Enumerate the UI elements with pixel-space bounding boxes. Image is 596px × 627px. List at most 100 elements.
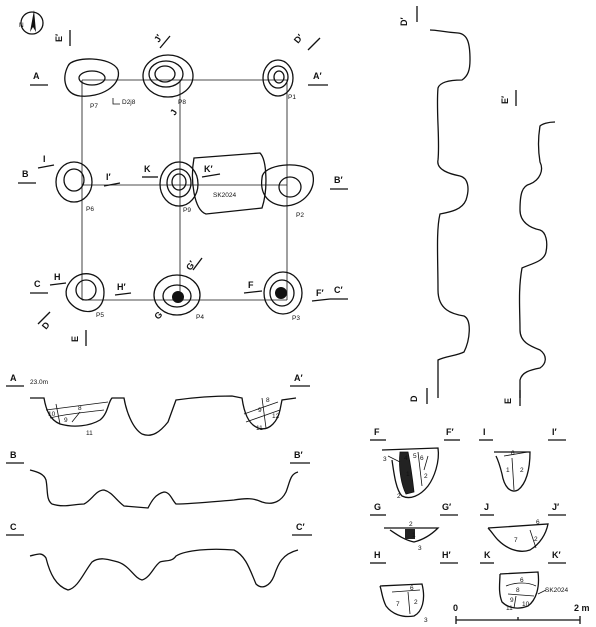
profile-d-label: D: [409, 395, 419, 402]
layer-k-6: 6: [520, 577, 524, 584]
posthole-label-p1: P1: [288, 94, 296, 101]
section-b: B B′: [6, 450, 310, 509]
section-b-prime-label: B′: [294, 450, 303, 460]
elevation-label: 23.0m: [30, 379, 48, 386]
detail-i-prime-label: I′: [552, 427, 557, 437]
detail-f-prime-label: F′: [446, 427, 454, 437]
layer-a2-12: 12: [272, 413, 280, 420]
detail-section-j: J J′ 6 7 2: [480, 502, 566, 552]
mark-k-prime-plan: K′: [204, 164, 213, 174]
profile-e: E′ E: [500, 90, 556, 406]
layer-a-11: 11: [86, 430, 93, 437]
detail-h-prime-label: H′: [442, 550, 451, 560]
pit-label: SK2024: [213, 192, 237, 199]
profile-e-prime-label: E′: [500, 96, 510, 104]
posthole-p8: P8: [142, 54, 194, 106]
posthole-p5: P5: [65, 273, 105, 319]
detail-k-label: K: [484, 550, 491, 560]
detail-g-label: G: [374, 502, 381, 512]
layer-f-4: 4: [404, 455, 408, 462]
section-a-prime-label: A′: [294, 373, 303, 383]
mark-d-prime-plan: D′: [292, 32, 305, 45]
layer-f-5: 5: [413, 453, 417, 460]
section-c-prime-label: C′: [296, 522, 305, 532]
layer-h-6: 6: [410, 585, 414, 592]
mark-b-prime: B′: [334, 175, 343, 185]
mark-j-plan: J: [168, 108, 179, 117]
layer-g-2: 2: [409, 521, 413, 528]
layer-i-6: 6: [511, 450, 515, 457]
mark-f-plan: F: [248, 280, 254, 290]
mark-j-prime-plan: J′: [152, 33, 164, 44]
section-a: A 23.0m A′ 10 8 9 11 8 9 12 11: [6, 373, 310, 437]
section-c: C C′: [6, 522, 312, 591]
posthole-p2: P2: [260, 164, 314, 219]
layer-h-2: 2: [414, 599, 418, 606]
posthole-label-p7: P7: [90, 103, 98, 110]
mark-h-prime-plan: H′: [117, 282, 126, 292]
detail-k-prime-label: K′: [552, 550, 561, 560]
mark-c: C: [34, 279, 41, 289]
pit-sk2024: SK2024: [191, 152, 267, 215]
posthole-label-p9: P9: [183, 207, 191, 214]
posthole-label-p4: P4: [196, 314, 204, 321]
scale-zero-label: 0: [453, 603, 458, 613]
section-b-label: B: [10, 450, 17, 460]
layer-k-9: 9: [510, 597, 514, 604]
detail-g-prime-label: G′: [442, 502, 451, 512]
layer-i-1: 1: [506, 467, 510, 474]
posthole-p3: P3: [263, 271, 303, 322]
mark-i-plan: I: [43, 154, 46, 164]
detail-h-label: H: [374, 550, 381, 560]
scale-max-label: 2 m: [574, 603, 590, 613]
north-arrow: N: [19, 10, 44, 35]
layer-a-10: 10: [48, 411, 56, 418]
posthole-label-p6: P6: [86, 206, 94, 213]
detail-section-g: G G′ 2 1 3: [370, 502, 458, 552]
layer-a2-11: 11: [256, 425, 263, 432]
layer-a2-9: 9: [258, 407, 262, 414]
layer-f-3: 3: [383, 456, 387, 463]
layer-a-9: 9: [64, 417, 68, 424]
scale-bar: 0 2 m: [453, 603, 590, 624]
mark-a-prime: A′: [313, 71, 322, 81]
detail-section-h: H H′ 6 7 2 3: [370, 550, 458, 624]
detail-j-label: J: [484, 502, 489, 512]
layer-a2-8: 8: [266, 397, 270, 404]
layer-j-6: 6: [536, 519, 540, 526]
layer-h-3: 3: [424, 617, 428, 624]
mark-d-plan: D: [40, 319, 52, 331]
layer-k-11: 11: [506, 605, 513, 612]
profile-e-label: E: [503, 398, 513, 404]
posthole-label-p3: P3: [292, 315, 300, 322]
posthole-label-p5: P5: [96, 312, 104, 319]
layer-h-7: 7: [396, 601, 400, 608]
layer-g-3: 3: [418, 545, 422, 552]
posthole-p7: P7: [64, 58, 119, 110]
layer-g-1: 1: [412, 532, 416, 539]
posthole-label-p8: P8: [178, 99, 186, 106]
posthole-p1: P1: [262, 59, 296, 101]
posthole-p9: P9: [159, 161, 199, 214]
section-c-label: C: [10, 522, 17, 532]
mark-f-prime-plan: F′: [316, 288, 324, 298]
mark-i-prime-plan: I′: [106, 172, 111, 182]
mark-c-prime: C′: [334, 285, 343, 295]
north-label: N: [19, 22, 24, 29]
posthole-label-p2: P2: [296, 212, 304, 219]
mark-k-plan: K: [144, 164, 151, 174]
plan-grid: [81, 79, 288, 301]
layer-i-2: 2: [520, 467, 524, 474]
layer-k-8: 8: [516, 587, 520, 594]
mark-h-plan: H: [54, 272, 61, 282]
detail-j-prime-label: J′: [552, 502, 559, 512]
profile-d: D′ D: [399, 6, 471, 404]
layer-f-2: 2: [424, 473, 428, 480]
mark-e-prime-plan: E′: [54, 34, 64, 42]
mark-a: A: [33, 71, 40, 81]
detail-i-label: I: [483, 427, 486, 437]
detail-section-k: K K′ 6 8 9 11 10 SK2024: [480, 550, 569, 612]
layer-k-10: 10: [522, 601, 530, 608]
mark-g-prime-plan: G′: [184, 259, 197, 272]
